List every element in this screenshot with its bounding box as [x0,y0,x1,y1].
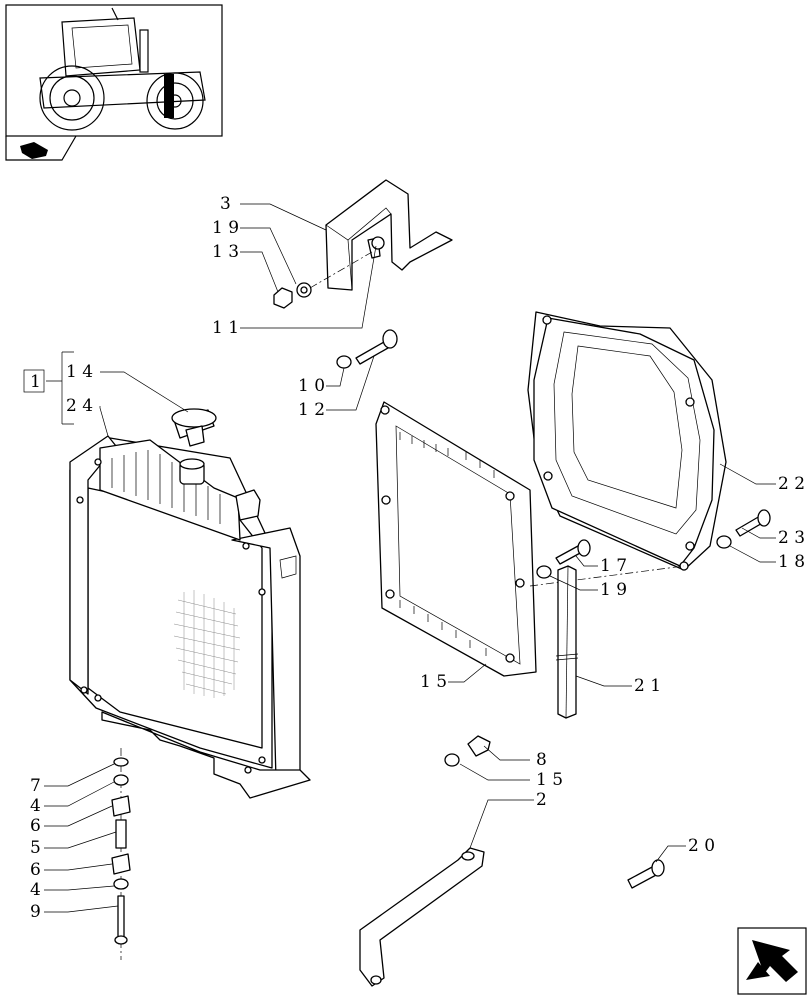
callout-17: 1 7 [600,556,627,576]
callout-8: 8 [536,750,547,770]
callout-9: 9 [30,902,41,922]
callout-19: 1 9 [600,580,627,600]
callout-11: 1 1 [212,318,239,338]
catalogue-book-icon [20,142,48,159]
bolt-part [355,329,398,365]
callout-labels: 3 1 9 1 3 1 1 1 1 4 2 4 1 0 1 2 2 2 2 3 … [23,194,805,922]
bolt-part [555,539,591,565]
tractor-thumbnail-icon [39,7,206,131]
gasket-plate-part [375,401,537,677]
bolt-part [735,509,771,537]
next-page-button[interactable] [737,927,807,995]
callout-15: 1 5 [420,672,447,692]
callout-1: 1 [30,372,41,392]
callout-7: 7 [30,776,41,796]
callout-22: 2 2 [778,474,805,494]
bolt-part [467,735,491,757]
washer-part [536,565,552,579]
radiator-cap-part [171,408,217,447]
callout-6: 6 [30,860,41,880]
nut-part [273,287,293,309]
callout-23: 2 3 [778,528,805,548]
callout-18: 1 8 [778,552,805,572]
tractor-thumbnail [5,4,223,161]
callout-5: 5 [30,838,41,858]
callout-20: 2 0 [688,836,715,856]
washer-part [444,753,460,767]
mount-stack [111,748,131,960]
callout-2: 2 [536,790,547,810]
radiator-part [69,435,311,799]
callout-24: 2 4 [66,396,93,416]
callout-19: 1 9 [212,218,239,238]
bolt-part [627,859,665,889]
callout-3: 3 [220,194,231,214]
callout-12: 1 2 [298,400,325,420]
callout-13: 1 3 [212,242,239,262]
leader-lines [44,203,776,913]
support-bar-part [359,847,485,987]
callout-10: 1 0 [298,376,325,396]
callout-6: 6 [30,816,41,836]
callout-4: 4 [30,796,41,816]
callout-14: 1 4 [66,362,93,382]
kit-box [23,369,45,393]
bracket-part [309,179,453,291]
washer-part [336,355,352,369]
fan-shroud-part [527,311,727,587]
washer-part [716,535,732,549]
callout-4: 4 [30,880,41,900]
callout-15: 1 5 [536,770,563,790]
kit-bracket [46,351,74,425]
callout-21: 2 1 [634,676,661,696]
seal-strip-part [555,565,579,719]
